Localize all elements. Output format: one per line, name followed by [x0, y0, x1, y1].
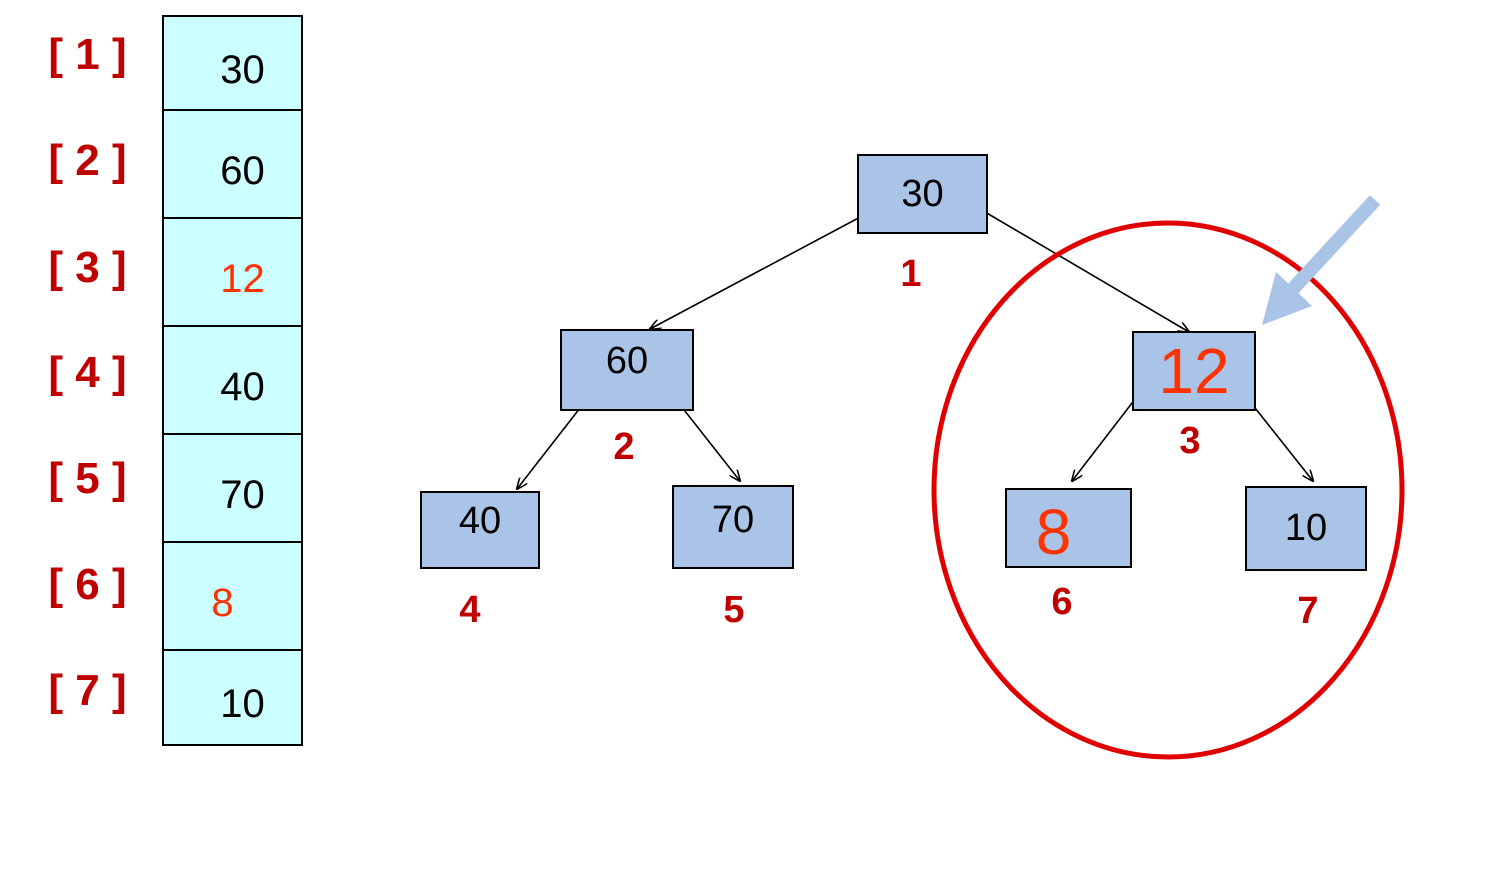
index-label-6: [ 6 ]	[48, 560, 127, 609]
node-value: 40	[458, 499, 502, 542]
array-value: 60	[220, 148, 265, 193]
index-label-3: [ 3 ]	[48, 243, 127, 292]
array-value: 40	[220, 364, 265, 409]
tree-node-5: 70	[672, 485, 794, 569]
tree-node-7: 10	[1245, 486, 1367, 571]
array-value: 70	[220, 472, 265, 517]
index-label-4: [ 4 ]	[48, 348, 127, 397]
node-value: 8	[1035, 496, 1072, 568]
tree-node-6: 8	[1005, 488, 1132, 568]
array-cell-6: 8	[162, 541, 303, 651]
node-value: 60	[605, 339, 649, 382]
node-value: 70	[711, 498, 755, 541]
index-label-1: [ 1 ]	[48, 30, 127, 79]
array-value: 12	[220, 256, 265, 301]
node-number-6: 6	[1051, 581, 1073, 623]
array-cell-2: 60	[162, 109, 303, 219]
tree-node-3: 12	[1132, 331, 1256, 411]
pointer-arrow-icon	[1262, 195, 1381, 325]
highlight-circle	[931, 220, 1405, 760]
tree-node-1: 30	[857, 154, 988, 234]
index-label-5: [ 5 ]	[48, 454, 127, 503]
array-cell-1: 30	[162, 15, 303, 111]
node-number-7: 7	[1297, 590, 1319, 632]
index-label-2: [ 2 ]	[48, 136, 127, 185]
array-value: 8	[211, 580, 234, 625]
node-value: 30	[901, 172, 944, 215]
node-value: 10	[1284, 507, 1328, 549]
node-number-4: 4	[459, 589, 481, 631]
index-label-7: [ 7 ]	[48, 666, 127, 715]
node-number-2: 2	[613, 426, 635, 468]
edge-1-3	[984, 211, 1189, 332]
node-number-5: 5	[723, 589, 745, 631]
node-number-1: 1	[900, 253, 922, 295]
array-cell-7: 10	[162, 649, 303, 746]
node-number-3: 3	[1179, 420, 1201, 462]
array-cell-3: 12	[162, 217, 303, 327]
tree-node-4: 40	[420, 491, 540, 569]
array-value: 30	[220, 47, 265, 92]
edge-1-2	[650, 213, 867, 329]
array-cell-5: 70	[162, 433, 303, 543]
tree-node-2: 60	[560, 329, 694, 411]
array-value: 10	[220, 682, 265, 726]
node-value: 12	[1158, 335, 1230, 407]
